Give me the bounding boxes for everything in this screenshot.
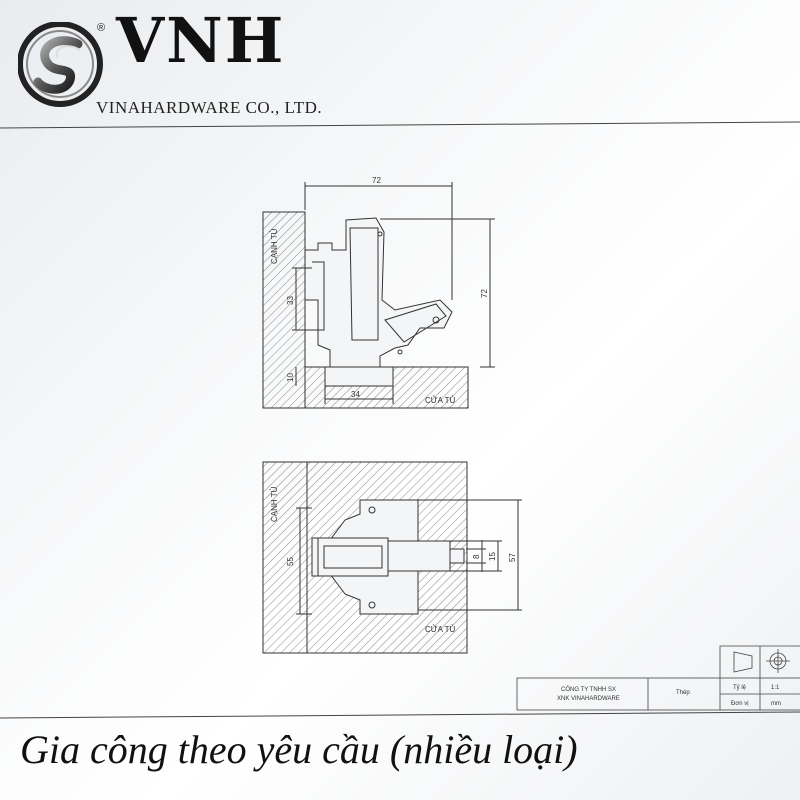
title-material: Thép — [676, 690, 690, 696]
projection-symbol-icon — [733, 651, 753, 673]
header: ® VNH VINAHARDWARE CO., LTD. — [0, 0, 800, 125]
side-dim-33: 33 — [286, 296, 295, 305]
caption: Gia công theo yêu cầu (nhiều loại) — [20, 727, 578, 772]
cup-recess — [324, 366, 394, 387]
side-dim-34: 34 — [351, 390, 360, 399]
top-view — [262, 461, 522, 654]
top-dim-8: 8 — [472, 554, 481, 559]
title-block — [516, 645, 800, 711]
brand-name: VNH — [116, 4, 286, 77]
cabinet-panel-side — [262, 211, 306, 409]
top-label-door: CỬA TỦ — [425, 625, 455, 634]
title-scale-label: Tỷ lệ — [733, 684, 747, 691]
side-view — [262, 182, 495, 409]
side-dim-72-right: 72 — [480, 289, 489, 298]
side-dim-72-top: 72 — [372, 176, 381, 185]
title-unit-label: Đơn vị — [731, 701, 749, 707]
top-dim-57: 57 — [508, 553, 517, 562]
registered-mark: ® — [97, 22, 106, 34]
title-unit-value: mm — [771, 701, 781, 707]
side-label-cabinet: CẠNH TỦ — [270, 228, 279, 264]
sheet-frame — [0, 121, 800, 719]
vnh-logo-icon — [18, 22, 103, 107]
side-label-door: CỬA TỦ — [425, 396, 455, 405]
title-company-line1: CÔNG TY TNHH SX — [561, 686, 616, 693]
top-dim-55: 55 — [286, 557, 295, 566]
top-dim-15: 15 — [488, 552, 497, 561]
title-company-line2: XNK VINAHARDWARE — [557, 696, 620, 702]
side-dim-10: 10 — [286, 373, 295, 382]
title-scale-value: 1:1 — [771, 685, 780, 691]
company-name: VINAHARDWARE CO., LTD. — [96, 98, 323, 117]
top-label-cabinet: CẠNH TỦ — [270, 486, 279, 522]
